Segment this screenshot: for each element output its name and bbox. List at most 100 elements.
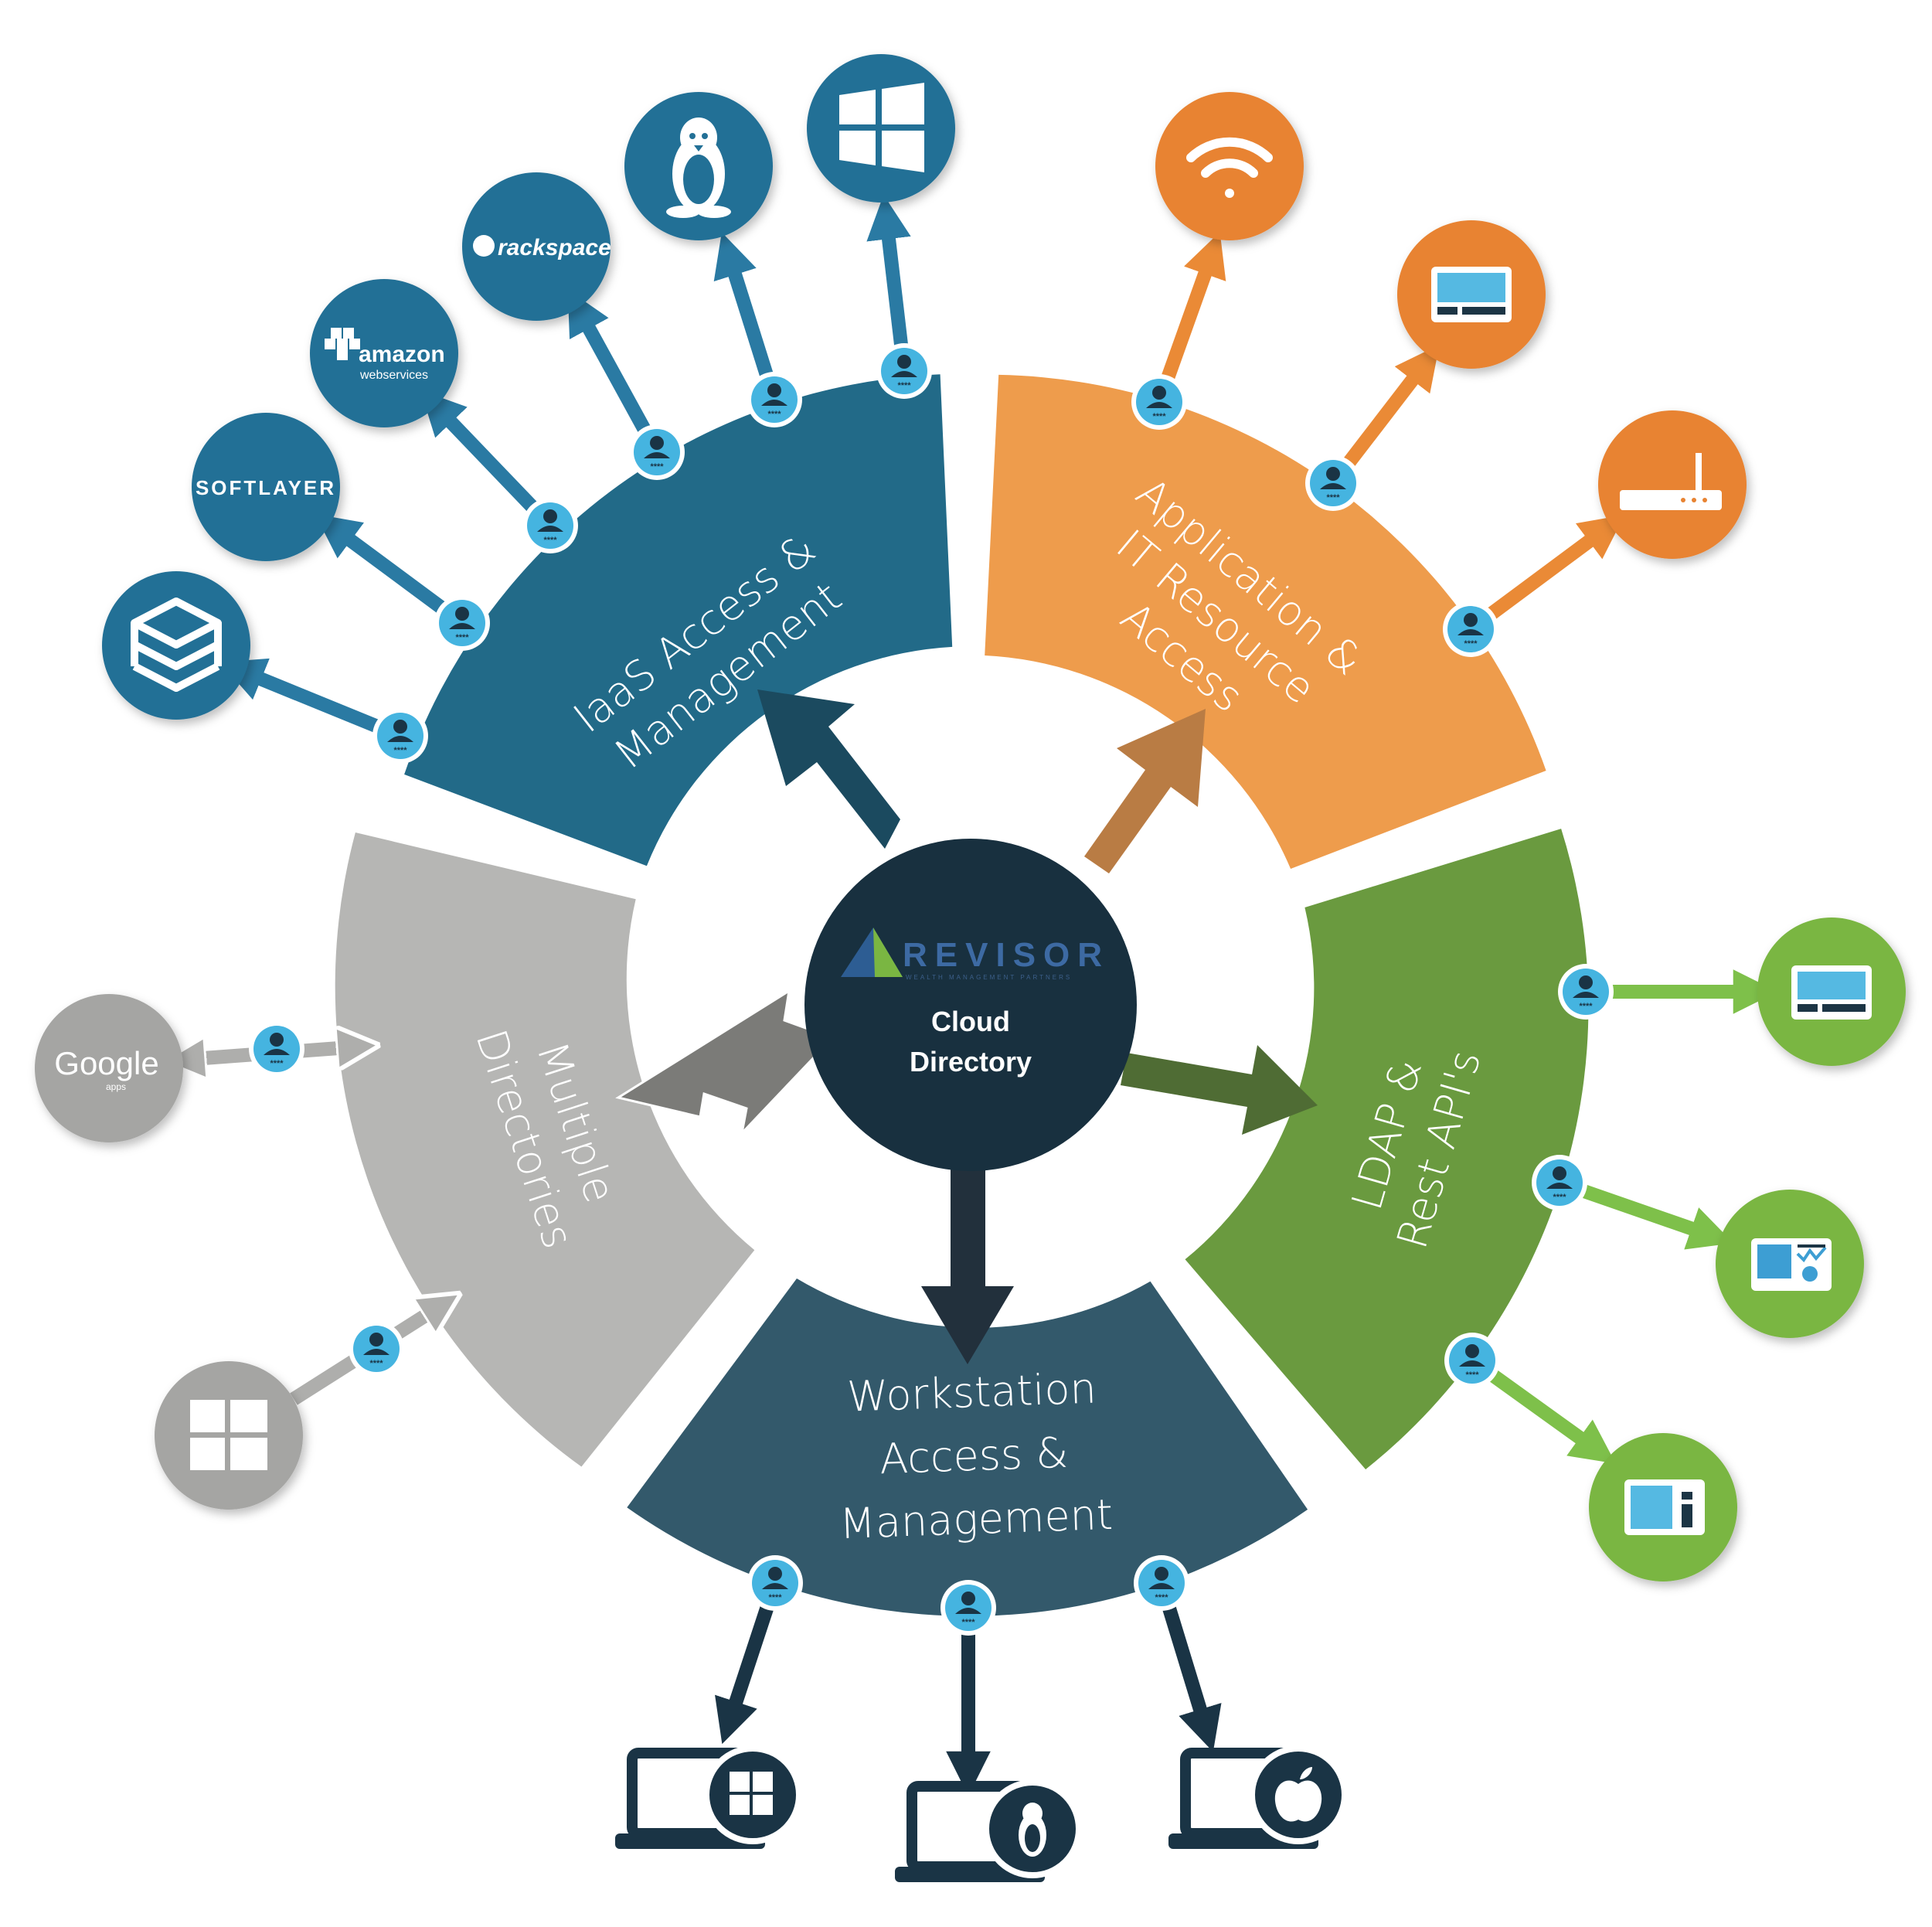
user-icon-body xyxy=(955,1608,981,1614)
windows-laptop-icon xyxy=(615,1745,802,1849)
user-badge: **** xyxy=(434,595,490,651)
password-mask: **** xyxy=(1553,1193,1566,1202)
dashboard-icon xyxy=(1751,1238,1832,1291)
user-badge: **** xyxy=(747,1555,803,1611)
user-badge: **** xyxy=(522,498,578,553)
linux-laptop-icon xyxy=(895,1779,1082,1882)
workstation-label-line1: Workstation xyxy=(846,1364,1097,1421)
ws-target-windows-laptop[interactable] xyxy=(615,1745,802,1849)
user-icon-body xyxy=(1146,402,1172,408)
user-badge: **** xyxy=(876,343,932,399)
amazon-logo: amazon xyxy=(359,342,445,367)
app-target-monitor[interactable] xyxy=(1397,220,1546,369)
password-mask: **** xyxy=(650,462,664,472)
user-icon xyxy=(897,355,911,369)
router-icon xyxy=(1620,453,1722,510)
user-icon xyxy=(650,436,664,450)
password-mask: **** xyxy=(369,1359,383,1368)
password-mask: **** xyxy=(1465,1370,1479,1380)
monitor-icon xyxy=(1431,267,1512,322)
user-icon xyxy=(1152,386,1166,400)
user-icon xyxy=(768,1567,782,1581)
password-mask: **** xyxy=(543,536,557,545)
revisor-brand-tagline: WEALTH MANAGEMENT PARTNERS xyxy=(906,974,1072,981)
segment-workstation xyxy=(627,1278,1308,1616)
ldap-target-app[interactable] xyxy=(1589,1433,1737,1581)
iaas-target-amazon[interactable]: amazon webservices xyxy=(310,279,458,427)
iaas-target-linux[interactable] xyxy=(624,92,773,240)
user-icon xyxy=(1553,1166,1566,1180)
user-icon-body xyxy=(363,1349,389,1355)
softlayer-logo: SOFTLAYER xyxy=(196,476,336,499)
user-icon xyxy=(1465,1344,1479,1358)
user-icon-body xyxy=(537,526,563,532)
user-icon xyxy=(1464,613,1478,627)
user-icon xyxy=(393,720,407,734)
user-icon-body xyxy=(387,736,413,742)
arrow-to-ldap xyxy=(1121,1045,1318,1135)
user-badge: **** xyxy=(629,424,685,480)
app-target-wifi[interactable] xyxy=(1155,92,1304,240)
user-icon-body xyxy=(1320,483,1346,489)
workstation-label-line2: Access & xyxy=(879,1428,1069,1483)
user-badge: **** xyxy=(940,1580,996,1636)
arrow-to-workstation xyxy=(921,1159,1014,1364)
apple-laptop-icon xyxy=(1168,1745,1348,1849)
ldap-target-dashboard[interactable] xyxy=(1716,1190,1864,1338)
iaas-target-rackspace[interactable]: rackspace xyxy=(462,172,611,321)
iaas-target-layers[interactable] xyxy=(102,571,250,720)
dir-target-windows[interactable] xyxy=(155,1361,303,1510)
sidebar-app-icon xyxy=(1624,1479,1705,1535)
workstation-label-line3: Management xyxy=(838,1490,1114,1548)
user-badge: **** xyxy=(1558,964,1614,1020)
segment-ldap xyxy=(1185,829,1589,1469)
ws-target-linux-laptop[interactable] xyxy=(895,1779,1082,1882)
user-icon xyxy=(1579,975,1593,989)
dir-target-google[interactable]: Google apps xyxy=(35,994,183,1142)
user-icon xyxy=(961,1592,975,1605)
iaas-target-softlayer[interactable]: SOFTLAYER xyxy=(192,413,340,561)
password-mask: **** xyxy=(1155,1593,1168,1602)
password-mask: **** xyxy=(270,1059,284,1068)
app-target-router[interactable] xyxy=(1598,410,1747,559)
iaas-target-windows[interactable] xyxy=(807,54,955,203)
password-mask: **** xyxy=(1464,639,1478,649)
windows-icon xyxy=(190,1400,267,1470)
amazon-cubes-icon xyxy=(325,328,360,360)
ring-segments xyxy=(335,374,1589,1616)
user-badge: **** xyxy=(1305,455,1361,511)
user-icon-body xyxy=(762,1583,788,1589)
segment-iaas xyxy=(404,374,953,866)
ws-target-apple-laptop[interactable] xyxy=(1168,1745,1348,1849)
user-icon xyxy=(270,1033,284,1047)
user-badges: **** **** **** **** **** **** **** **** **** ****… xyxy=(249,343,1614,1636)
password-mask: **** xyxy=(455,633,469,642)
revisor-logo-mark-accent xyxy=(873,928,903,977)
password-mask: **** xyxy=(1579,1002,1593,1011)
user-icon-body xyxy=(264,1049,290,1055)
user-badge: **** xyxy=(747,372,802,427)
google-logo: Google xyxy=(54,1045,158,1081)
user-badge: **** xyxy=(372,708,428,764)
rackspace-mark xyxy=(473,235,495,257)
user-icon-body xyxy=(1458,629,1484,635)
ldap-target-monitor[interactable] xyxy=(1757,918,1906,1066)
google-apps-text: apps xyxy=(106,1081,126,1092)
hub-title-line2: Directory xyxy=(910,1046,1032,1078)
hub: REVISOR WEALTH MANAGEMENT PARTNERS Cloud… xyxy=(804,839,1137,1171)
linux-icon xyxy=(666,117,731,218)
hub-circle xyxy=(804,839,1137,1171)
user-icon-body xyxy=(1573,992,1599,998)
password-mask: **** xyxy=(1152,412,1166,421)
user-icon xyxy=(1326,467,1340,481)
user-badge: **** xyxy=(1134,1555,1189,1611)
amazon-webservices-text: webservices xyxy=(359,369,428,382)
wifi-icon xyxy=(1186,137,1273,198)
revisor-logo: REVISOR WEALTH MANAGEMENT PARTNERS xyxy=(841,928,1102,981)
user-icon xyxy=(369,1333,383,1347)
user-icon-body xyxy=(761,400,787,406)
password-mask: **** xyxy=(1326,493,1340,502)
user-icon-body xyxy=(1459,1360,1485,1367)
user-badge: **** xyxy=(1444,1333,1500,1388)
